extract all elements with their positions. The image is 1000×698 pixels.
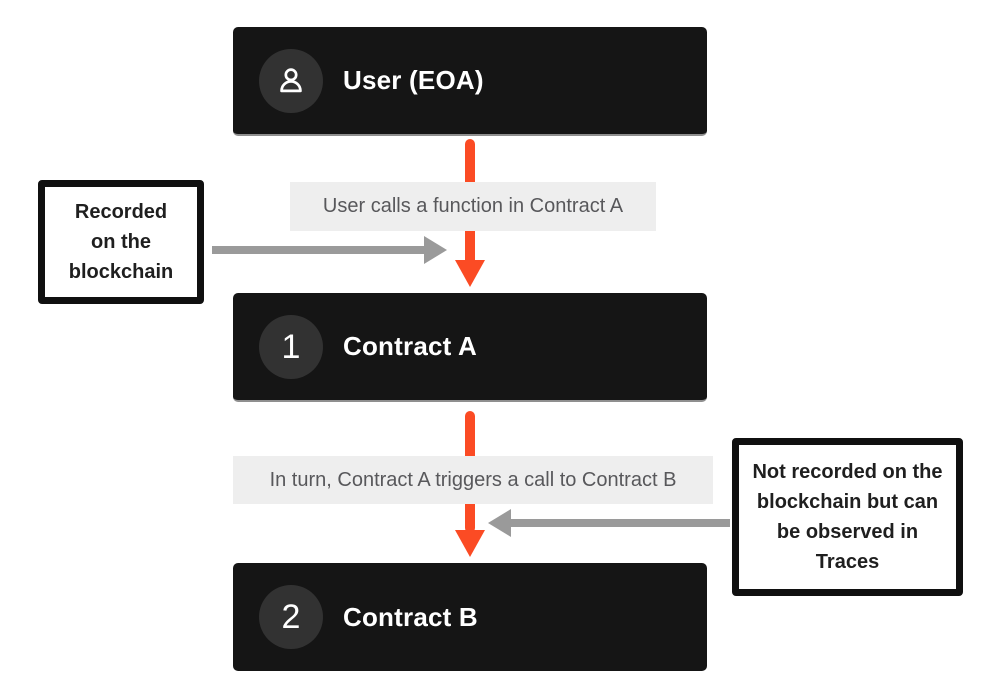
flow-label-2: In turn, Contract A triggers a call to C… — [233, 456, 713, 504]
node-title-contract-a: Contract A — [343, 331, 477, 361]
node-title-user: User (EOA) — [343, 65, 484, 95]
badge-number: 1 — [281, 327, 301, 366]
annotation-line: blockchain but can — [756, 491, 939, 513]
node-title-contract-b: Contract B — [343, 601, 478, 632]
flow-arrow-2-down-arrowhead-icon — [455, 530, 485, 557]
node-contract-a: 1 Contract A — [233, 293, 707, 402]
user-icon — [273, 63, 309, 99]
gray-arrow-right-shaft — [212, 246, 426, 254]
annotation-line: on the — [91, 231, 151, 253]
gray-right-arrowhead-icon — [424, 236, 447, 264]
gray-left-arrowhead-icon — [488, 509, 511, 537]
annotation-line: Traces — [815, 551, 880, 573]
gray-arrow-left-shaft — [511, 519, 730, 527]
annotation-line: be observed in — [776, 521, 919, 543]
node-user-eoa: User (EOA) — [233, 27, 707, 136]
node-contract-b: 2 Contract B — [233, 563, 707, 671]
user-avatar — [259, 48, 323, 113]
badge-number: 2 — [281, 598, 301, 636]
flow-label-1: User calls a function in Contract A — [290, 182, 656, 231]
annotation-line: Not recorded on the — [752, 461, 943, 483]
step-badge-1: 1 — [259, 314, 323, 379]
annotation-recorded-on-chain: Recorded on the blockchain — [38, 180, 204, 304]
flow-arrow-1-down-arrowhead-icon — [455, 260, 485, 287]
annotation-line: blockchain — [68, 261, 174, 283]
annotation-line: Recorded — [74, 201, 168, 223]
annotation-observed-in-traces: Not recorded on the blockchain but can b… — [732, 438, 963, 596]
step-badge-2: 2 — [259, 585, 323, 649]
